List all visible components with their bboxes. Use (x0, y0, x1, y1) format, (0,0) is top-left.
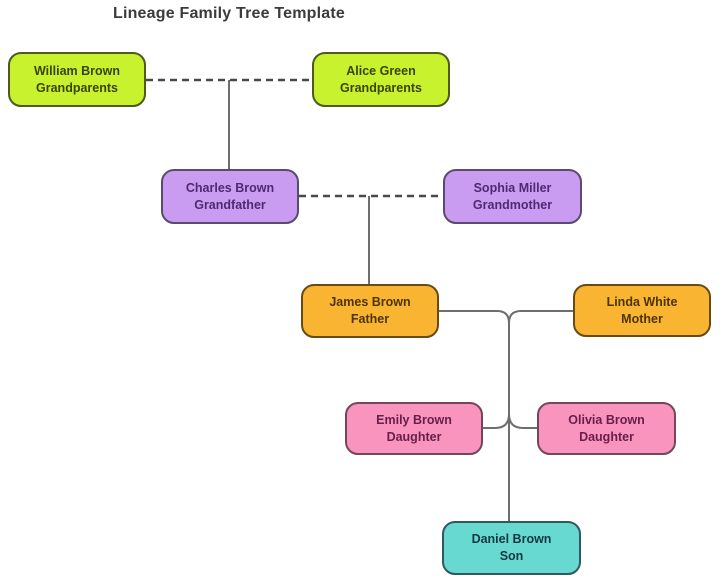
edge-branch-emily (483, 413, 510, 429)
person-role: Daughter (579, 429, 634, 444)
person-role: Grandmother (472, 197, 553, 212)
person-role: Mother (621, 311, 663, 326)
page-title: Lineage Family Tree Template (112, 5, 346, 22)
node-daniel-brown[interactable]: Daniel Brown Son (442, 521, 581, 575)
person-name: Linda White (606, 294, 678, 309)
edge-branch-olivia (508, 413, 537, 429)
node-alice-green[interactable]: Alice Green Grandparents (312, 52, 450, 107)
person-name: Alice Green (346, 63, 416, 78)
person-role: Son (499, 549, 524, 563)
node-sophia-miller[interactable]: Sophia Miller Grandmother (443, 169, 582, 224)
person-name: James Brown (329, 295, 411, 309)
person-role: Father (350, 312, 390, 326)
node-william-brown[interactable]: William Brown Grandparents (8, 52, 146, 107)
node-olivia-brown[interactable]: Olivia Brown Daughter (537, 402, 676, 455)
person-role: Grandparents (36, 80, 118, 95)
person-role: Grandfather (194, 197, 266, 212)
person-name: Olivia Brown (568, 412, 645, 427)
person-name: Charles Brown (185, 180, 275, 195)
person-name: Daniel Brown (471, 532, 552, 546)
node-emily-brown[interactable]: Emily Brown Daughter (345, 402, 483, 455)
node-linda-white[interactable]: Linda White Mother (573, 284, 711, 337)
person-role: Daughter (386, 429, 442, 444)
node-james-brown[interactable]: James Brown Father (301, 284, 439, 338)
edge-linda-descent (508, 310, 573, 324)
person-name: William Brown (33, 63, 120, 78)
person-name: Emily Brown (376, 412, 452, 427)
person-name: Sophia Miller (473, 180, 552, 195)
person-role: Grandparents (340, 80, 422, 95)
node-charles-brown[interactable]: Charles Brown Grandfather (161, 169, 299, 224)
